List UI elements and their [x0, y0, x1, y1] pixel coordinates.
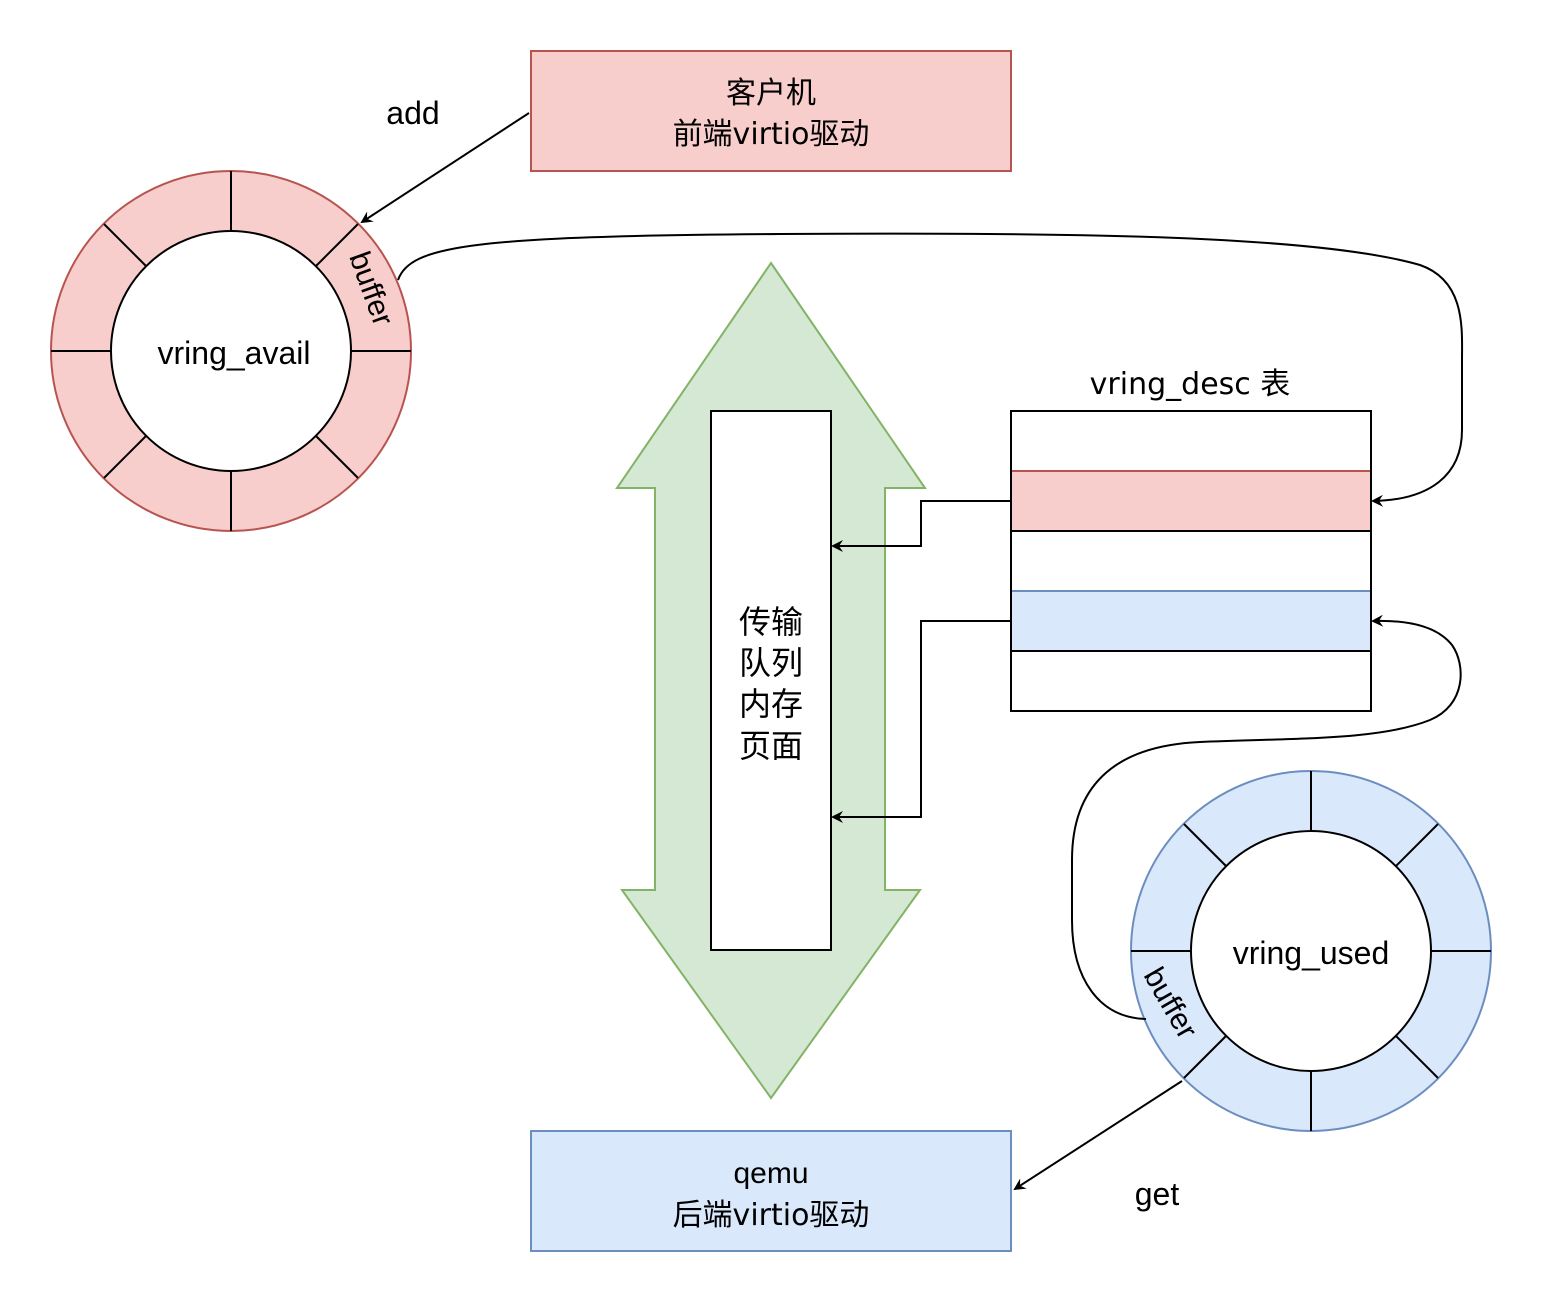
- memory-page-line-4: 页面: [739, 727, 803, 765]
- desc-row: [1010, 410, 1372, 472]
- guest-driver-box: [530, 50, 1012, 172]
- vring-used-ring: [1130, 770, 1492, 1132]
- vring-desc-table: [1010, 410, 1372, 712]
- desc-row: [1010, 650, 1372, 712]
- desc-row-used-entry: [1010, 590, 1372, 652]
- guest-driver-title: 客户机: [726, 76, 816, 111]
- qemu-driver-subtitle: 后端virtio驱动: [673, 1198, 870, 1233]
- vring-avail-ring: [50, 170, 412, 532]
- get-label: get: [1135, 1176, 1180, 1212]
- add-arrow: [360, 112, 530, 224]
- vring-avail-label: vring_avail: [158, 335, 311, 371]
- qemu-driver-title: qemu: [733, 1157, 808, 1190]
- add-label: add: [386, 95, 439, 131]
- qemu-driver-box: [530, 1130, 1012, 1252]
- vring-used-label: vring_used: [1233, 935, 1390, 971]
- memory-page-line-1: 传输: [739, 603, 803, 641]
- guest-driver-subtitle: 前端virtio驱动: [673, 117, 870, 152]
- memory-page-box: [710, 410, 832, 951]
- memory-page-line-2: 队列: [739, 644, 803, 682]
- vring-desc-title: vring_desc 表: [1090, 367, 1291, 402]
- desc-row-avail-entry: [1010, 470, 1372, 532]
- avail-buffer-to-desc-arrow: [397, 232, 1464, 507]
- used-buffer-to-desc-arrow: [1071, 614, 1462, 1020]
- get-arrow: [1013, 1080, 1183, 1191]
- memory-page-line-3: 内存: [739, 685, 803, 723]
- desc-used-to-memory-arrow: [831, 620, 1011, 823]
- desc-row: [1010, 530, 1372, 592]
- desc-avail-to-memory-arrow: [831, 500, 1011, 552]
